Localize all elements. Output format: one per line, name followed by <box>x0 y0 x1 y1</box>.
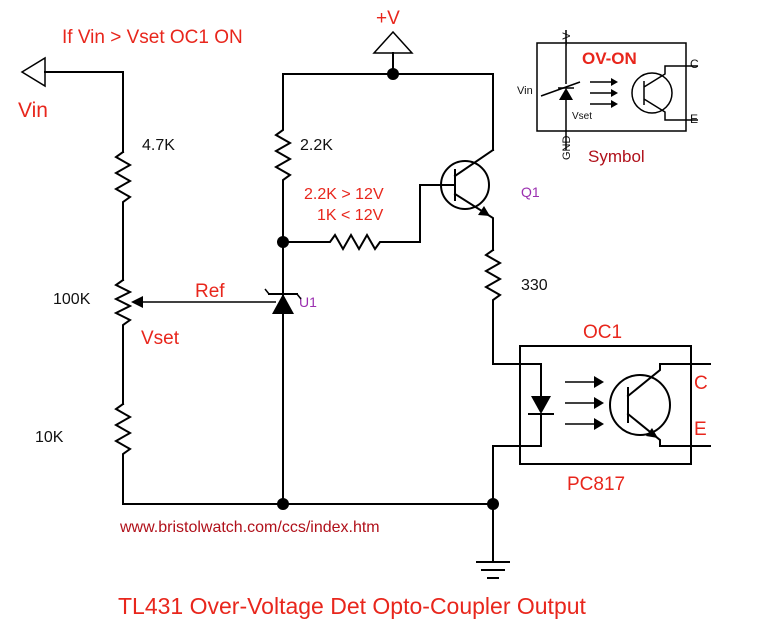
symbol-vset: Vset <box>572 111 592 122</box>
resistor-feedback <box>282 184 442 252</box>
resistor-4k7 <box>113 150 133 281</box>
header-note: If Vin > Vset OC1 ON <box>62 27 243 48</box>
q1-emitter <box>453 192 494 251</box>
symbol-phototransistor-leads <box>643 65 698 121</box>
led-wire <box>492 385 542 505</box>
resistor-label-2k2: 2.2K <box>300 137 333 154</box>
junction-supply <box>387 68 399 80</box>
optocoupler-led-icon <box>531 396 551 414</box>
optocoupler-e-label: E <box>694 419 707 440</box>
vin-arrow-icon <box>20 56 46 88</box>
q1-label: Q1 <box>521 184 540 200</box>
supply-arrow-icon <box>372 30 414 54</box>
symbol-title: OV-ON <box>582 49 637 68</box>
symbol-caption: Symbol <box>588 147 645 166</box>
vset-label: Vset <box>141 328 180 349</box>
phototransistor-emitter <box>626 412 711 447</box>
symbol-e: E <box>690 112 698 126</box>
resistor-10k <box>113 402 494 505</box>
phototransistor-emitter-arrow-icon <box>646 428 658 438</box>
feedback-note-line1: 2.2K > 12V <box>304 186 384 203</box>
tl431-cathode-hook <box>264 288 302 300</box>
symbol-box <box>536 42 687 132</box>
input-label: Vin <box>18 99 48 122</box>
resistor-330 <box>483 248 542 387</box>
symbol-tl431-icon <box>559 88 573 100</box>
potentiometer-100k <box>113 278 133 405</box>
pot-wiper-arrow-icon <box>131 296 143 308</box>
symbol-arrowhead-3-icon <box>611 100 618 108</box>
symbol-arrowhead-2-icon <box>611 89 618 97</box>
optocoupler-part: PC817 <box>567 474 625 495</box>
symbol-gnd: GND <box>561 136 573 161</box>
phototransistor-collector <box>626 363 711 398</box>
optocoupler-c-label: C <box>694 373 708 394</box>
vin-wire <box>44 71 124 153</box>
optocoupler-body <box>519 345 692 465</box>
u1-label: U1 <box>299 294 317 310</box>
resistor-label-330: 330 <box>521 277 548 294</box>
symbol-vin: Vin <box>517 85 533 97</box>
tl431-triangle-icon <box>272 294 294 314</box>
ground-icon <box>476 561 510 579</box>
q1-emitter-arrow-icon <box>478 206 490 216</box>
supply-label: +V <box>376 8 400 29</box>
light-arrow-1-head-icon <box>594 376 604 388</box>
optocoupler-name: OC1 <box>583 322 622 343</box>
resistor-label-10k: 10K <box>35 429 64 446</box>
symbol-light-arrows <box>590 81 612 105</box>
source-url: www.bristolwatch.com/ccs/index.htm <box>119 519 380 536</box>
symbol-c: C <box>690 57 699 71</box>
light-arrow-3-head-icon <box>594 418 604 430</box>
resistor-label-4k7: 4.7K <box>142 137 175 154</box>
optocoupler-phototransistor-icon <box>609 374 671 436</box>
feedback-note-line2: 1K < 12V <box>317 207 384 224</box>
q1-collector <box>453 148 495 178</box>
light-arrow-2-head-icon <box>594 397 604 409</box>
symbol-arrowhead-1-icon <box>611 78 618 86</box>
symbol-phototransistor-icon <box>631 72 673 114</box>
resistor-2k2 <box>273 73 293 505</box>
supply-rail <box>282 73 494 151</box>
symbol-vplus: +V <box>561 32 573 46</box>
resistor-label-100k: 100K <box>53 291 91 308</box>
figure-title: TL431 Over-Voltage Det Opto-Coupler Outp… <box>118 593 587 619</box>
ref-label: Ref <box>195 281 225 302</box>
symbol-vin-lead <box>540 81 581 97</box>
junction-bottom-left <box>277 498 289 510</box>
